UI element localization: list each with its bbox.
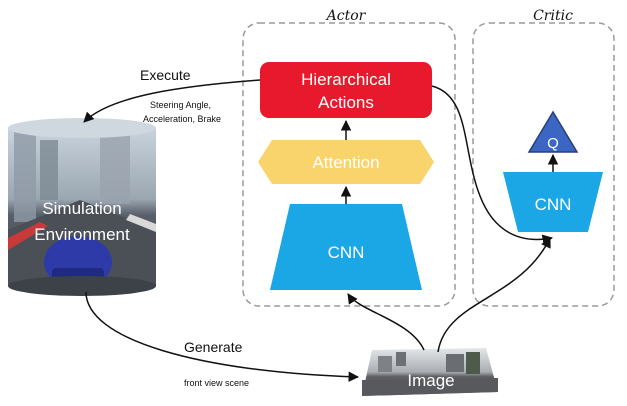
simulation-environment [8,118,156,296]
critic-cnn-block [503,172,603,232]
hierarchical-actions-block [260,62,432,118]
critic-cnn-label: CNN [535,195,572,214]
actor-title: Actor [325,8,367,24]
actor-cnn-block [270,204,422,290]
execute-detail-line1: Steering Angle, [150,100,211,110]
attention-block [258,140,434,184]
simulation-label-line1: Simulation [42,199,121,218]
arrow-actions-to-critic-cnn [431,85,554,245]
arrow-generate [85,291,360,382]
q-block [527,110,579,153]
hierarchical-actions-label-line1: Hierarchical [301,70,391,89]
critic-container [472,22,615,307]
attention-label: Attention [312,153,379,172]
actor-cnn-label: CNN [328,243,365,262]
hierarchical-actions-label-line2: Actions [318,93,374,112]
image-label: Image [407,371,454,390]
actor-container [242,22,456,307]
critic-title: Critic [533,8,573,24]
simulation-label-line2: Environment [34,225,130,244]
q-label: Q [547,135,559,152]
generate-detail-label: front view scene [184,378,249,388]
execute-label: Execute [140,67,191,83]
execute-detail-line2: Acceleration, Brake [143,114,221,124]
front-view-image [362,348,498,396]
arrow-image-to-actor-cnn [347,293,425,351]
arrow-execute [83,79,261,123]
generate-label: Generate [184,339,243,355]
arrow-image-to-critic-cnn [437,237,551,353]
